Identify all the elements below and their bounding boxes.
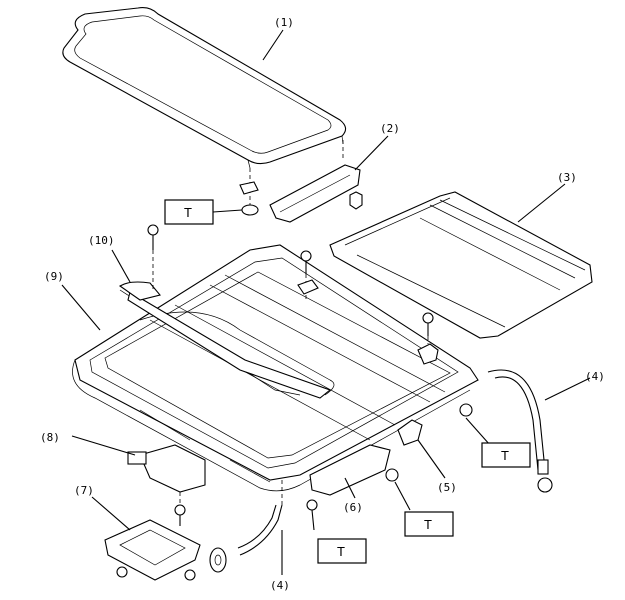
sunroof-frame	[72, 244, 479, 492]
svg-text:T: T	[424, 517, 432, 532]
sunroof-motor	[127, 444, 206, 526]
callout-8: (8)	[40, 431, 60, 444]
torque-mark-3: T	[404, 511, 454, 537]
callout-10: (10)	[88, 234, 115, 247]
svg-text:T: T	[337, 544, 345, 559]
link-bracket	[309, 444, 391, 496]
callout-7: (7)	[74, 484, 94, 497]
callout-5: (5)	[437, 481, 457, 494]
drain-hose-front	[209, 504, 283, 573]
callout-1: (1)	[274, 16, 294, 29]
torque-mark-1: T	[164, 199, 214, 225]
rail-cover	[397, 419, 423, 446]
callout-3: (3)	[557, 171, 577, 184]
svg-text:T: T	[184, 205, 192, 220]
callout-9: (9)	[44, 270, 64, 283]
screws	[147, 224, 439, 365]
callout-6: (6)	[343, 501, 363, 514]
glass-panel	[62, 7, 347, 169]
sunshade-panel	[329, 191, 593, 339]
torque-mark-2: T	[481, 442, 531, 468]
torque-mark-4: T	[317, 538, 367, 564]
drain-hose-guide	[118, 281, 161, 301]
motor-bracket	[104, 519, 201, 581]
glass-bracket	[239, 164, 363, 223]
drain-hose-rear	[487, 369, 553, 493]
callout-4-rear: (4)	[585, 370, 605, 383]
callout-2: (2)	[380, 122, 400, 135]
callout-4-front: (4)	[270, 579, 290, 592]
svg-text:T: T	[501, 448, 509, 463]
